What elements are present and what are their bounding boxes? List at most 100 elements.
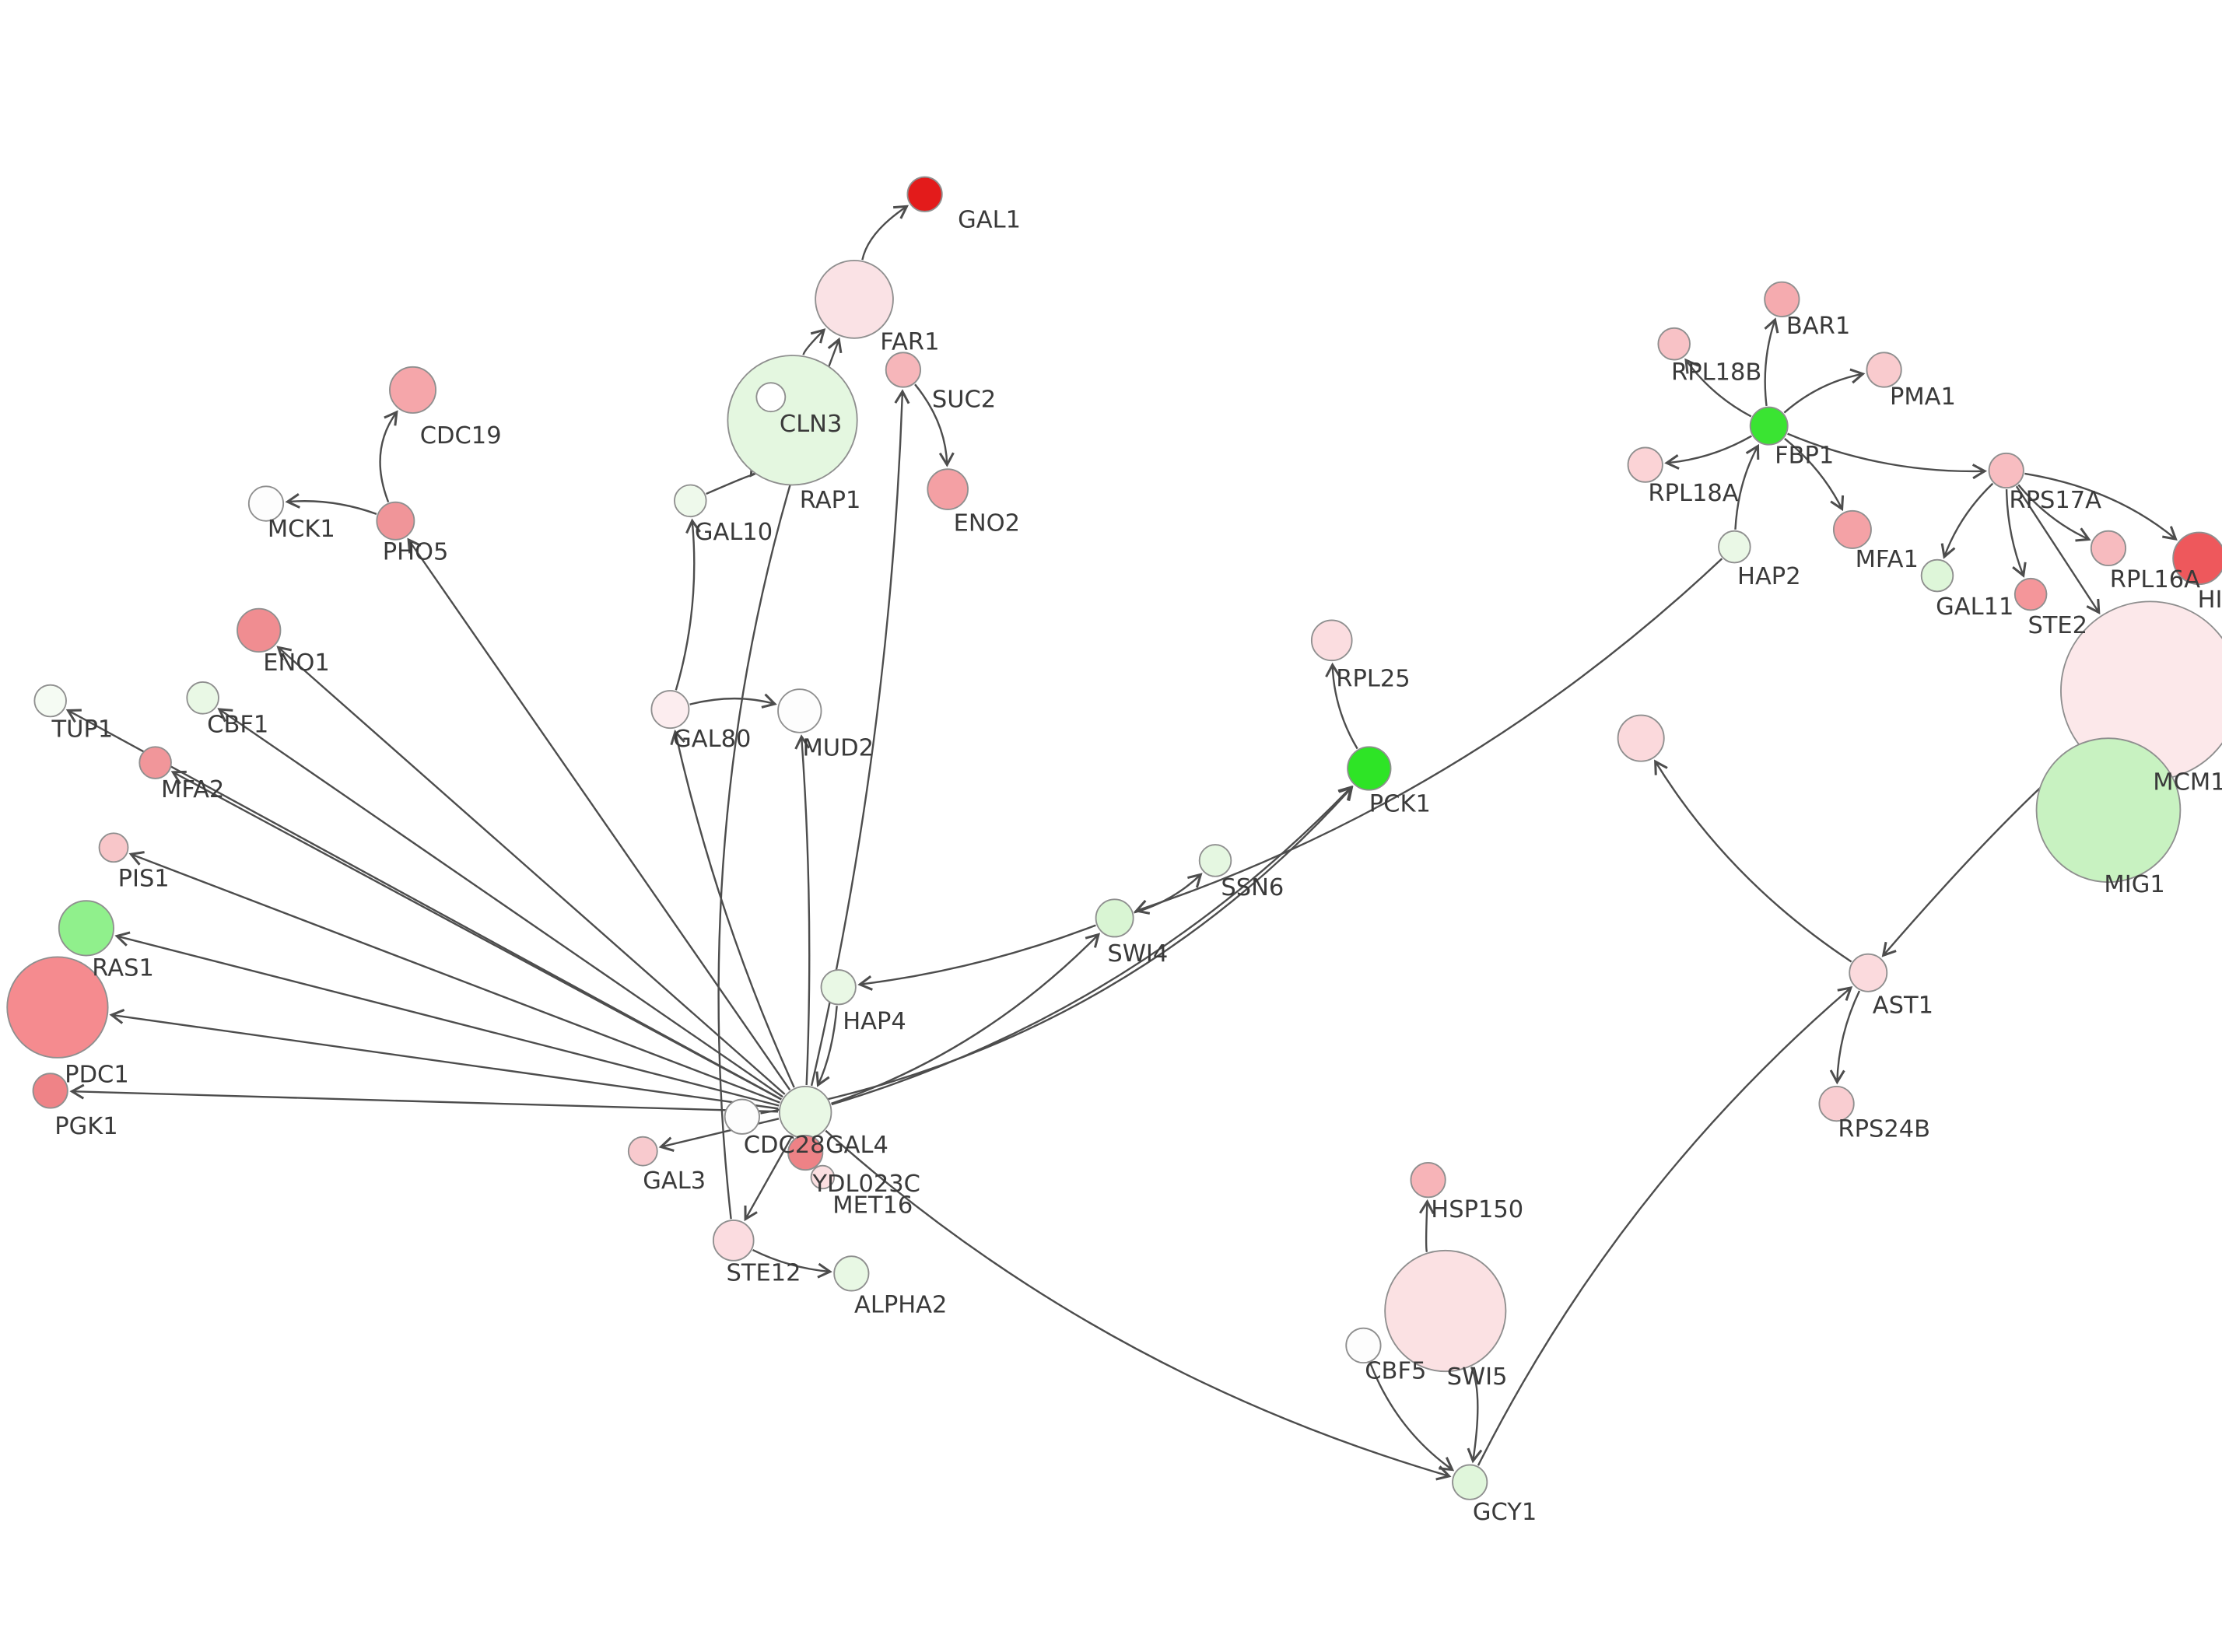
edge-STE12-ALPHA2 xyxy=(752,1248,832,1279)
node-label-CDC28: CDC28 xyxy=(744,1132,825,1159)
node-RAS1[interactable] xyxy=(58,900,114,957)
edge-GAL4-PIS1 xyxy=(128,851,780,1104)
edge-GAL4-GCY1 xyxy=(825,1129,1452,1481)
edge-FBP1-RPL18B xyxy=(1684,358,1752,418)
node-SWI4[interactable] xyxy=(1095,898,1134,938)
edge-GAL80-MUD2 xyxy=(689,693,777,709)
node-HSP150[interactable] xyxy=(1410,1162,1446,1199)
node-GAL11[interactable] xyxy=(1920,558,1954,593)
node-RPL25[interactable] xyxy=(1310,619,1353,662)
edge-GAL10-RAP1 xyxy=(706,461,764,495)
node-label-HAP2: HAP2 xyxy=(1737,563,1801,590)
node-CLN3[interactable] xyxy=(755,382,787,413)
edge-RPS17A-HIS4 xyxy=(2024,472,2178,541)
node-label-SWI4: SWI4 xyxy=(1107,940,1168,968)
node-label-ENO2: ENO2 xyxy=(954,510,1020,537)
node-GAL4[interactable] xyxy=(778,1085,832,1139)
edge-RPS17A-STE2 xyxy=(2005,489,2027,578)
node-label-MCK1: MCK1 xyxy=(268,516,335,543)
node-label-RPS17A: RPS17A xyxy=(2009,487,2101,514)
node-label-GAL11: GAL11 xyxy=(1936,593,2013,621)
node-YDL023C[interactable] xyxy=(787,1134,824,1171)
node-label-SSN6: SSN6 xyxy=(1221,874,1284,901)
node-TUP1[interactable] xyxy=(33,684,67,718)
node-STE2[interactable] xyxy=(2013,577,2048,611)
edge-GAL4-STE12 xyxy=(744,1136,794,1222)
node-label-GAL4: GAL4 xyxy=(825,1132,888,1159)
node-label-PIS1: PIS1 xyxy=(118,866,170,893)
node-CBF5[interactable] xyxy=(1345,1327,1382,1364)
edge-FBP1-BAR1 xyxy=(1764,317,1779,407)
node-ALPHA2[interactable] xyxy=(833,1255,870,1292)
node-RPL16A[interactable] xyxy=(2090,530,2127,567)
node-label-STE2: STE2 xyxy=(2027,612,2087,639)
node-CBF1[interactable] xyxy=(186,681,219,715)
node-label-ENO1: ENO1 xyxy=(263,649,329,677)
edge-RPS17A-GAL11 xyxy=(1940,482,1994,559)
node-GAL10[interactable] xyxy=(674,484,707,518)
node-GAL1[interactable] xyxy=(906,176,943,212)
node-MUD2[interactable] xyxy=(777,688,822,733)
node-PIS1[interactable] xyxy=(98,832,129,863)
node-UNNAMED[interactable] xyxy=(1617,714,1665,762)
node-layer xyxy=(6,176,2222,1500)
node-MET16[interactable] xyxy=(810,1164,836,1190)
edge-SWI4-SSN6 xyxy=(1134,873,1203,914)
node-CDC19[interactable] xyxy=(389,366,437,414)
node-FBP1[interactable] xyxy=(1749,406,1789,446)
node-AST1[interactable] xyxy=(1849,953,1888,992)
node-label-RPL18B: RPL18B xyxy=(1671,359,1761,386)
node-PHO5[interactable] xyxy=(376,501,415,541)
node-ENO1[interactable] xyxy=(237,607,282,653)
node-RPL18B[interactable] xyxy=(1657,327,1691,361)
edge-GCY1-AST1 xyxy=(1477,985,1853,1466)
node-label-MET16: MET16 xyxy=(832,1192,913,1220)
node-PMA1[interactable] xyxy=(1866,352,1902,388)
node-GAL80[interactable] xyxy=(650,690,690,730)
node-GCY1[interactable] xyxy=(1452,1464,1488,1500)
node-label-CBF1: CBF1 xyxy=(207,712,268,739)
node-ENO2[interactable] xyxy=(927,468,969,510)
node-HAP4[interactable] xyxy=(820,969,857,1006)
node-label-RPS24B: RPS24B xyxy=(1838,1116,1930,1143)
node-label-PHO5: PHO5 xyxy=(383,539,449,566)
node-PGK1[interactable] xyxy=(32,1073,68,1109)
node-PCK1[interactable] xyxy=(1347,746,1392,791)
node-label-PMA1: PMA1 xyxy=(1890,383,1956,411)
edge-SUC2-ENO2 xyxy=(914,383,955,467)
node-HAP2[interactable] xyxy=(1718,530,1751,564)
node-label-PDC1: PDC1 xyxy=(65,1061,129,1088)
node-FAR1[interactable] xyxy=(815,259,894,339)
node-MCK1[interactable] xyxy=(247,485,285,522)
edge-HAP4-GAL4 xyxy=(815,1006,838,1087)
node-label-PCK1: PCK1 xyxy=(1369,790,1431,817)
edge-RPS17A-RPL16A xyxy=(2017,484,2091,542)
edge-GAL4-CBF1 xyxy=(217,708,783,1098)
node-SUC2[interactable] xyxy=(885,352,921,388)
node-RPS17A[interactable] xyxy=(1988,452,2024,489)
node-STE12[interactable] xyxy=(712,1220,755,1262)
node-label-TUP1: TUP1 xyxy=(51,716,114,743)
node-SSN6[interactable] xyxy=(1198,844,1232,877)
node-RPS24B[interactable] xyxy=(1818,1085,1855,1122)
node-label-GAL1: GAL1 xyxy=(958,206,1021,233)
node-CDC28[interactable] xyxy=(724,1098,760,1135)
node-SWI5[interactable] xyxy=(1384,1249,1507,1373)
edge-HAP2-FBP1 xyxy=(1734,443,1760,530)
node-GAL3[interactable] xyxy=(627,1136,658,1167)
node-label-SUC2: SUC2 xyxy=(932,387,996,414)
node-BAR1[interactable] xyxy=(1764,281,1800,317)
node-MFA2[interactable] xyxy=(138,746,172,779)
node-label-RAS1: RAS1 xyxy=(92,954,154,982)
node-MFA1[interactable] xyxy=(1832,509,1872,549)
node-label-GAL3: GAL3 xyxy=(643,1167,706,1195)
node-MIG1[interactable] xyxy=(2035,737,2182,884)
edge-CDC28-PCK1 xyxy=(760,786,1354,1115)
node-label-ALPHA2: ALPHA2 xyxy=(854,1291,947,1318)
node-HIS4[interactable] xyxy=(2172,531,2222,586)
node-RPL18A[interactable] xyxy=(1627,446,1663,483)
node-PDC1[interactable] xyxy=(6,956,109,1059)
edge-GAL4-PDC1 xyxy=(109,1009,779,1110)
node-label-GCY1: GCY1 xyxy=(1473,1499,1537,1526)
